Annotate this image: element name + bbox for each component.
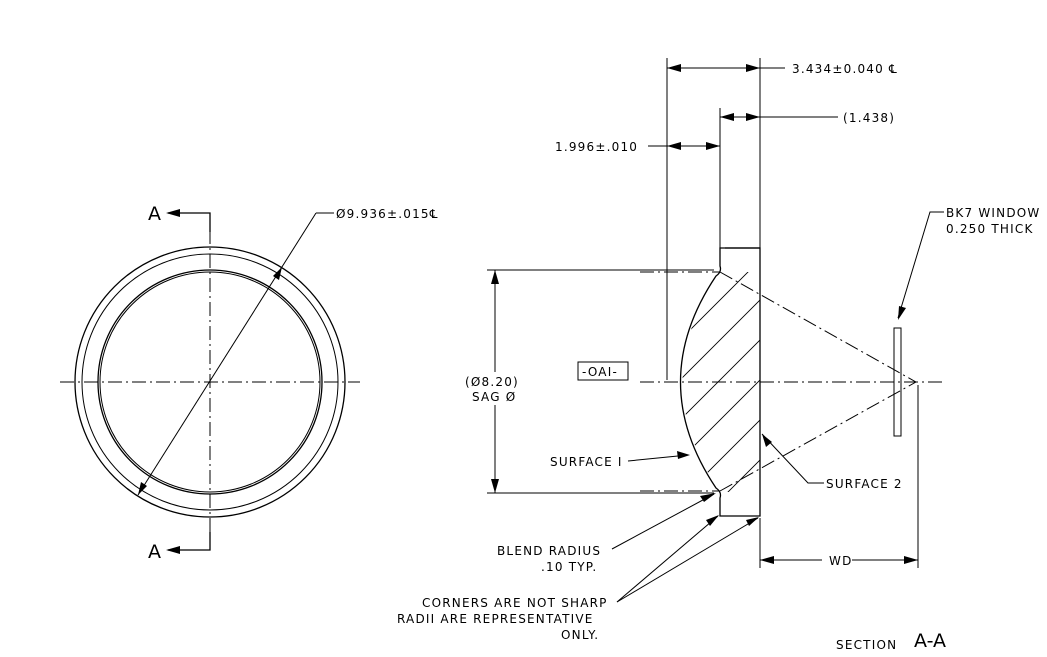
section-marker-top: A <box>148 203 161 225</box>
overall-arrow-left <box>667 64 681 72</box>
corners-leader-2 <box>616 517 759 603</box>
section-id: A-A <box>914 630 946 652</box>
window-leader <box>897 211 944 319</box>
surface1-label: SURFACE I <box>550 455 623 469</box>
wd-arrow-left <box>760 556 774 564</box>
front-view: A A Ø9.936±.015℄ <box>60 203 439 563</box>
section-arrow-top <box>166 209 180 217</box>
corners-arrow-2 <box>746 517 759 526</box>
corners-label-3: ONLY. <box>561 628 599 642</box>
diameter-label: Ø9.936±.015℄ <box>336 207 439 221</box>
datum-label: -OAI- <box>582 365 618 379</box>
corners-arrow-1 <box>706 515 719 526</box>
section-word: SECTION <box>836 638 897 652</box>
ref-arrow-left <box>720 113 734 121</box>
window-arrow <box>898 306 906 320</box>
outer-circle <box>74 246 346 518</box>
flange-arrow-right <box>706 142 720 150</box>
wd-label: WD <box>829 554 853 568</box>
wd-arrow-right <box>904 556 918 564</box>
surface2-leader <box>761 433 824 484</box>
ref-length-label: (1.438) <box>843 111 895 125</box>
section-marker-bottom: A <box>148 541 161 563</box>
corners-leader-1 <box>616 515 719 603</box>
corners-label-1: CORNERS ARE NOT SHARP <box>422 596 608 610</box>
lens-outline <box>679 247 761 517</box>
focus-ray-bottom <box>719 381 917 492</box>
surface1-arrow <box>677 451 690 459</box>
blend-leader <box>611 493 715 550</box>
focus-ray-top <box>719 271 917 383</box>
section-view: 3.434±0.040 ℄ (1.438) 1.996±.010 (Ø8.20)… <box>397 58 1040 652</box>
overall-length-label: 3.434±0.040 ℄ <box>792 62 898 76</box>
surface2-arrow <box>762 434 772 447</box>
surface2-label: SURFACE 2 <box>826 477 903 491</box>
ref-arrow-right <box>746 113 760 121</box>
datum-box <box>577 361 629 381</box>
diameter-arrow-high <box>273 267 282 280</box>
bk7-window <box>893 327 902 437</box>
flange-length-label: 1.996±.010 <box>555 140 638 154</box>
blend-label-2: .10 TYP. <box>541 560 597 574</box>
window-label-1: BK7 WINDOW <box>946 206 1040 220</box>
diameter-leader <box>137 212 317 496</box>
corners-label-2: RADII ARE REPRESENTATIVE <box>397 612 594 626</box>
section-hatching <box>682 272 760 492</box>
diameter-arrow-low <box>138 482 147 495</box>
window-label-2: 0.250 THICK <box>946 222 1034 236</box>
blend-label-1: BLEND RADIUS <box>497 544 601 558</box>
flange-arrow-left <box>667 142 681 150</box>
overall-arrow-right <box>746 64 760 72</box>
blend-arrow <box>700 493 716 502</box>
sag-arrow-bottom <box>491 479 499 493</box>
sag-diameter-label: (Ø8.20) <box>465 375 519 389</box>
section-cut-bottom <box>168 532 211 551</box>
section-cut-top <box>168 212 211 232</box>
sag-arrow-top <box>491 270 499 284</box>
section-arrow-bottom <box>166 546 180 554</box>
sag-diameter-sublabel: SAG Ø <box>472 390 516 404</box>
